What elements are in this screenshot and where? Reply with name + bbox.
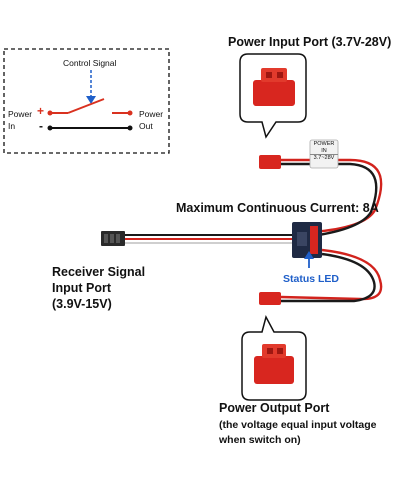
schematic-minus-sign: - (39, 119, 43, 133)
wire-tag-text: POWER IN 3.7~28V (310, 141, 338, 162)
wire-tag-line: IN (321, 147, 327, 154)
schematic-terminal-right (127, 110, 133, 116)
power-output-note: (the voltage equal input voltage when sw… (219, 418, 377, 448)
receiver-connector-pin (110, 234, 114, 243)
power-output-note-line: when switch on) (219, 434, 301, 446)
schematic-plus-sign: + (37, 104, 45, 118)
status-led-label: Status LED (283, 273, 340, 285)
power-input-port-label: Power Input Port (3.7V-28V) (228, 35, 392, 49)
connector-pin-slot (277, 72, 283, 78)
power-output-connector-icon (254, 356, 294, 384)
switch-board-chip (297, 232, 307, 246)
power-input-connector-icon (253, 80, 295, 106)
power-input-connector-latch (261, 68, 287, 82)
status-led-arrowhead (304, 251, 314, 259)
schematic-neg-terminal-left (47, 125, 53, 131)
control-signal-arrowhead (86, 96, 96, 104)
receiver-signal-label: Receiver Signal Input Port (3.9V-15V) (52, 264, 145, 312)
receiver-connector-pin (116, 234, 120, 243)
max-current-label: Maximum Continuous Current: 8A (176, 201, 379, 215)
input-wire-red (281, 158, 383, 234)
input-wire-black (281, 162, 378, 238)
connector-pin-slot (277, 348, 283, 354)
power-output-note-line: (the voltage equal input voltage (219, 419, 377, 431)
schematic-power-out-label: Power Out (139, 109, 164, 131)
receiver-label-line: Receiver Signal (52, 265, 146, 279)
power-output-connector-latch (262, 344, 286, 358)
output-wire-black (281, 252, 376, 303)
switch-board-label-strip (310, 226, 318, 254)
wire-tag-line: 3.7~28V (310, 154, 338, 162)
output-wire-red (280, 248, 383, 301)
receiver-label-line: Input Port (52, 281, 112, 295)
connector-pin-slot (267, 348, 273, 354)
receiver-connector-pin (104, 234, 108, 243)
receiver-label-line: (3.9V-15V) (52, 297, 112, 311)
schematic-neg-terminal-right (127, 125, 133, 131)
schematic-power-in-label: Power In (8, 109, 33, 131)
connector-pin-slot (266, 72, 272, 78)
power-output-port-label: Power Output Port (219, 401, 330, 415)
schematic-box (3, 48, 170, 154)
power-output-connector (259, 292, 281, 305)
control-signal-label: Control Signal (63, 58, 117, 68)
wire-tag-line: POWER (313, 141, 335, 147)
schematic-terminal-left (47, 110, 53, 116)
schematic-switch-blade (67, 98, 105, 114)
power-input-connector (259, 155, 281, 169)
